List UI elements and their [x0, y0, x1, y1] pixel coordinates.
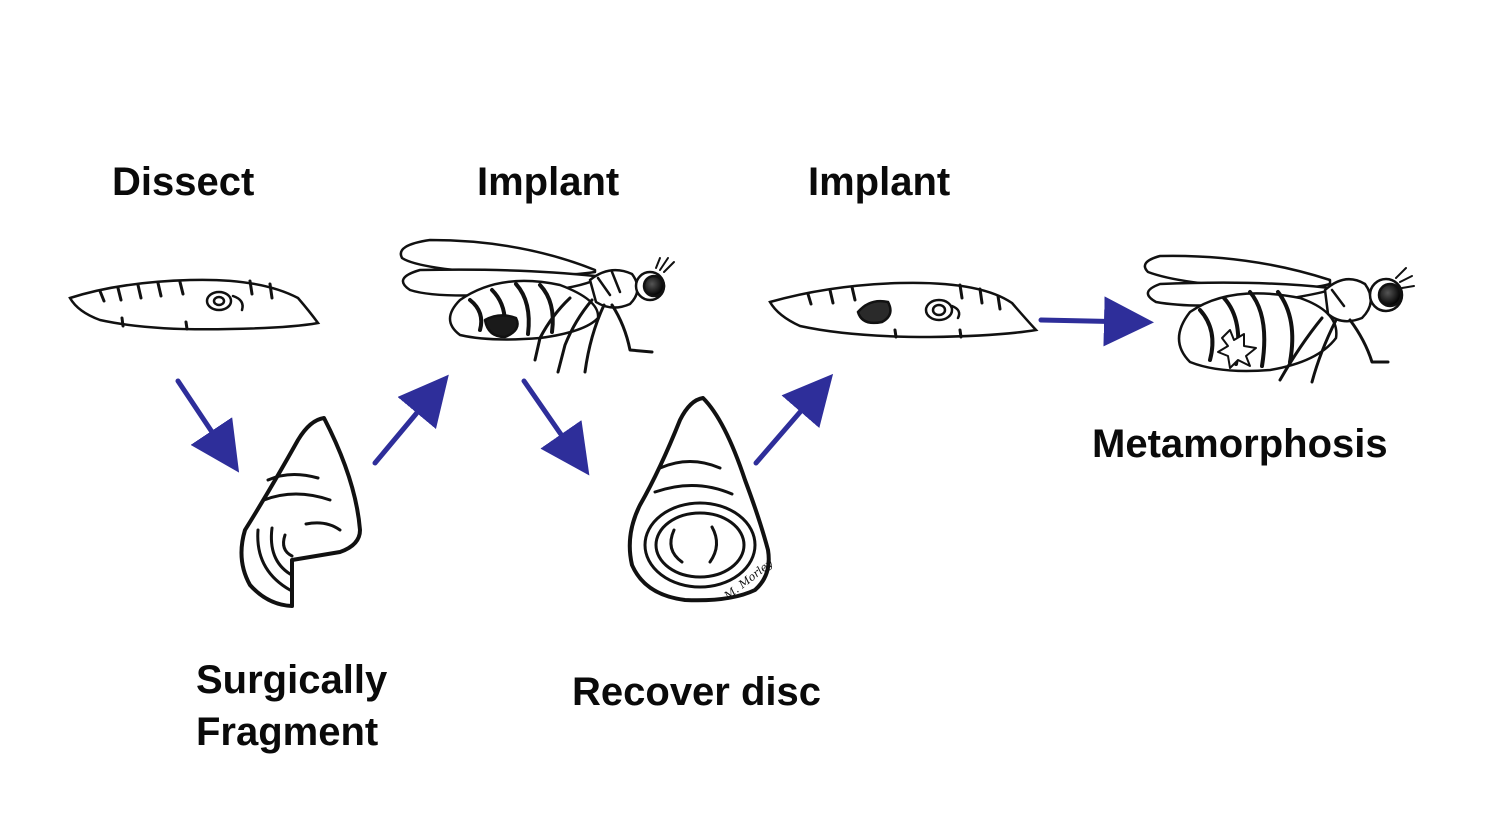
label-recover-disc: Recover disc: [572, 670, 822, 714]
arrows: [175, 296, 1154, 476]
label-implant-adult: Implant: [477, 160, 620, 204]
larva-donor-icon: [68, 278, 321, 331]
larva-recipient-icon: [768, 281, 1039, 339]
label-dissect: Dissect: [112, 160, 255, 204]
metamorphosed-fly-icon: [1143, 254, 1415, 384]
regenerated-disc-icon: M. Morley: [627, 396, 776, 603]
adult-host-fly-icon: [399, 238, 675, 374]
arrow-larva-to-metamorphosis: [1038, 296, 1154, 347]
label-metamorphosis: Metamorphosis: [1092, 422, 1388, 466]
arrow-dissect-to-fragment: [175, 378, 240, 473]
label-fragment: Fragment: [196, 710, 379, 754]
label-surgically: Surgically: [196, 658, 388, 702]
label-implant-larva: Implant: [808, 160, 951, 204]
arrow-fragment-to-adult: [372, 374, 449, 466]
arrow-adult-to-recover: [521, 378, 590, 476]
fragment-disc-icon: [239, 416, 362, 608]
label-surgically-fragment: Surgically Fragment: [196, 654, 387, 758]
arrow-recover-to-larva: [753, 373, 834, 466]
